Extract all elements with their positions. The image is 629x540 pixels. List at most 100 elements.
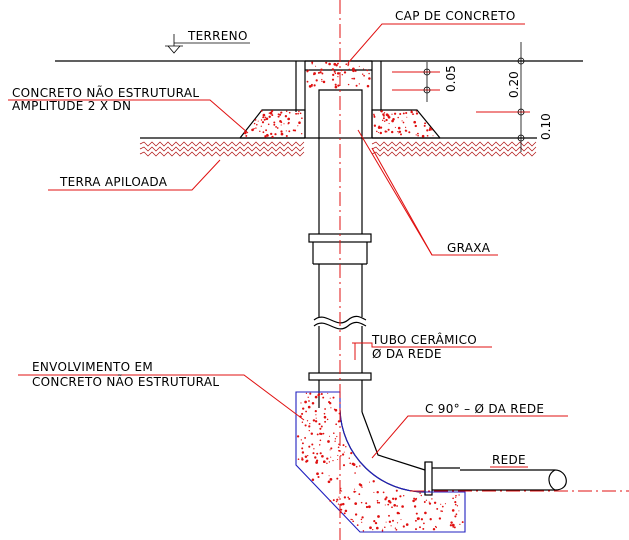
concrete-dot	[423, 522, 425, 525]
concrete-dot	[452, 497, 454, 500]
concrete-dot	[415, 110, 418, 112]
concrete-dot	[301, 447, 304, 450]
concrete-dot	[301, 421, 304, 424]
concrete-dot	[391, 113, 393, 115]
concrete-dot	[309, 422, 311, 425]
concrete-dot	[391, 497, 395, 501]
concrete-dot	[307, 396, 309, 398]
concrete-dot	[322, 460, 326, 464]
concrete-dot	[347, 83, 350, 86]
concrete-dot	[296, 435, 300, 438]
concrete-dot	[428, 128, 431, 132]
dimension-marks	[392, 42, 530, 152]
concrete-dot	[266, 133, 269, 137]
concrete-dot	[336, 62, 339, 65]
concrete-dot	[397, 116, 399, 119]
concrete-dot	[394, 527, 397, 529]
concrete-dot	[327, 392, 329, 394]
concrete-dot	[365, 502, 368, 505]
label-curva: C 90° – Ø DA REDE	[425, 402, 544, 416]
concrete-dot	[332, 73, 335, 77]
concrete-dot	[428, 502, 432, 505]
concrete-dot	[384, 526, 386, 528]
concrete-dot	[428, 501, 430, 503]
concrete-dot	[334, 440, 336, 442]
dim-005: 0.05	[444, 65, 458, 92]
concrete-dot	[368, 505, 371, 509]
concrete-dot	[316, 472, 319, 476]
concrete-dot	[449, 524, 453, 527]
concrete-dot	[358, 65, 360, 67]
concrete-dot	[332, 459, 334, 462]
concrete-dot	[327, 480, 331, 484]
concrete-dot	[348, 497, 351, 500]
concrete-dot	[441, 505, 444, 508]
concrete-dot	[382, 117, 385, 120]
concrete-dot	[268, 115, 271, 119]
concrete-dot	[304, 436, 307, 439]
concrete-dot	[352, 67, 355, 71]
concrete-dot	[389, 501, 392, 504]
concrete-dot	[455, 513, 458, 516]
concrete-dot	[359, 465, 361, 467]
label-terreno: TERRENO	[187, 29, 248, 43]
concrete-dot	[260, 119, 263, 121]
concrete-dot	[313, 448, 315, 450]
concrete-dot	[382, 114, 385, 117]
concrete-dot	[396, 511, 400, 515]
concrete-dot	[337, 458, 339, 461]
concrete-dot	[313, 84, 316, 87]
concrete-dot	[379, 131, 383, 135]
concrete-dot	[331, 78, 335, 81]
concrete-dot	[358, 83, 360, 85]
concrete-dot	[307, 454, 309, 457]
concrete-dot	[298, 110, 300, 113]
concrete-dot	[326, 457, 329, 460]
concrete-dot	[327, 440, 330, 443]
concrete-dot	[316, 433, 319, 436]
concrete-dot	[320, 392, 323, 396]
concrete-dot	[385, 113, 389, 117]
concrete-envelope	[295, 391, 466, 533]
label-concreto-2: AMPLITUDE 2 X DN	[12, 99, 131, 113]
concrete-dot	[414, 519, 417, 522]
concrete-dot	[429, 518, 432, 521]
concrete-dot	[415, 497, 418, 500]
concrete-dot	[342, 444, 345, 447]
concrete-dot	[295, 112, 298, 115]
concrete-dot	[368, 72, 370, 75]
concrete-dot	[401, 505, 404, 508]
concrete-dot	[387, 503, 390, 506]
concrete-dot	[417, 134, 419, 137]
concrete-dot	[452, 526, 455, 528]
concrete-dot	[259, 130, 261, 133]
concrete-dot	[431, 498, 433, 500]
concrete-dot	[301, 458, 304, 461]
concrete-dot	[377, 131, 379, 134]
concrete-dot	[317, 71, 320, 74]
concrete-dot	[305, 459, 309, 463]
concrete-dot	[400, 133, 402, 136]
concrete-dot	[264, 135, 267, 138]
concrete-dot	[324, 408, 326, 410]
concrete-dot	[269, 111, 273, 115]
concrete-dot	[311, 85, 313, 87]
concrete-dot	[393, 503, 397, 507]
concrete-dot	[338, 496, 340, 498]
concrete-dot	[334, 438, 337, 440]
concrete-dot	[318, 444, 321, 446]
concrete-dot	[424, 511, 427, 515]
concrete-dot	[417, 517, 420, 520]
concrete-dot	[341, 74, 343, 76]
concrete-dot	[454, 501, 457, 504]
concrete-dot	[376, 490, 379, 494]
label-rede: REDE	[492, 453, 526, 467]
compacted-earth-hatch	[139, 137, 537, 157]
concrete-dot	[274, 133, 277, 136]
concrete-dot	[396, 505, 398, 507]
concrete-dot	[353, 77, 356, 80]
concrete-dot	[362, 68, 365, 70]
concrete-dot	[320, 425, 323, 428]
concrete-dot	[304, 400, 307, 404]
concrete-dot	[415, 134, 417, 136]
